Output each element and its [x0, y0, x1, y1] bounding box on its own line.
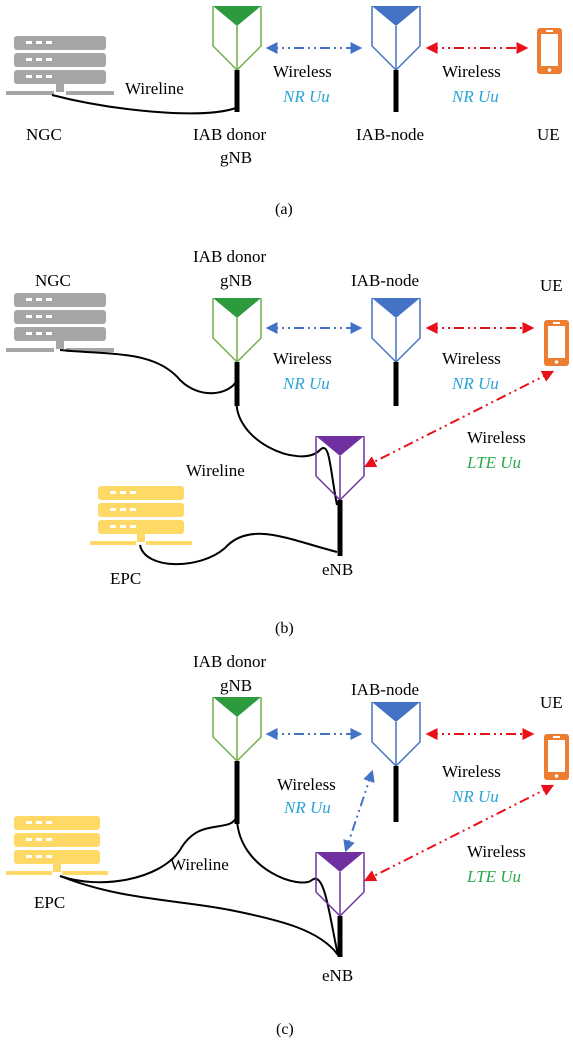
epc-server-icon: [90, 486, 192, 545]
lte-uu-link-arrow: [363, 784, 555, 882]
nr-uu-label-1: NR Uu: [282, 374, 330, 393]
iab-node-label: IAB-node: [351, 680, 419, 699]
ngc-label: NGC: [35, 271, 71, 290]
wireless-label-2: Wireless: [442, 349, 501, 368]
donor-label-line2: gNB: [220, 271, 252, 290]
lte-uu-link-arrow: [363, 370, 555, 468]
gnb-antenna-icon: [212, 297, 262, 363]
epc-server-icon: [6, 816, 108, 875]
ngc-wireline-cable: [59, 349, 238, 395]
wireline-cable: [51, 94, 237, 115]
wireless-label-1: Wireless: [277, 775, 336, 794]
epc-wireline-cable: [139, 532, 338, 566]
gnb-enb-wireline-cable: [236, 819, 339, 956]
caption-c: (c): [276, 1021, 294, 1038]
nr-uu-label-1: NR Uu: [282, 87, 330, 106]
caption-b: (b): [275, 620, 294, 637]
caption-a: (a): [275, 201, 293, 218]
wireless-label-2: Wireless: [442, 762, 501, 781]
iab-enb-link-arrow: [343, 769, 375, 853]
ue-phone-icon: [544, 734, 569, 780]
wireline-label: Wireline: [186, 461, 245, 480]
nr-uu-label-2: NR Uu: [451, 374, 499, 393]
ue-label: UE: [540, 276, 563, 295]
wireline-label: Wireline: [125, 79, 184, 98]
donor-label-line1: IAB donor: [193, 247, 267, 266]
ue-label: UE: [537, 125, 560, 144]
iab-node-label: IAB-node: [356, 125, 424, 144]
gnb-enb-wireline-cable: [235, 395, 338, 506]
wireless-label-1: Wireless: [273, 349, 332, 368]
panel-b: NGC IAB donor gNB IAB-node UE Wireless N…: [6, 247, 569, 637]
lte-uu-label: LTE Uu: [466, 867, 521, 886]
ngc-label: NGC: [26, 125, 62, 144]
wireless-label-3: Wireless: [467, 842, 526, 861]
panel-c: IAB donor gNB IAB-node UE Wireless NR Uu…: [6, 652, 569, 1038]
nr-uu-label-1: NR Uu: [283, 798, 331, 817]
epc-label: EPC: [34, 893, 65, 912]
iab-node-antenna-icon: [371, 5, 421, 71]
enb-label: eNB: [322, 560, 353, 579]
epc-gnb-wireline-cable: [59, 815, 238, 884]
donor-label-line2: gNB: [220, 148, 252, 167]
enb-antenna-icon: [315, 435, 365, 501]
ngc-server-icon: [6, 36, 114, 95]
ue-label: UE: [540, 693, 563, 712]
ue-phone-icon: [537, 28, 562, 74]
wireless-label-2: Wireless: [442, 62, 501, 81]
nr-uu-label-2: NR Uu: [451, 87, 499, 106]
wireless-label-3: Wireless: [467, 428, 526, 447]
wireline-label: Wireline: [170, 855, 229, 874]
donor-label-line1: IAB donor: [193, 125, 267, 144]
iab-node-label: IAB-node: [351, 271, 419, 290]
ngc-server-icon: [6, 293, 114, 352]
ue-phone-icon: [544, 320, 569, 366]
gnb-antenna-icon: [212, 696, 262, 762]
gnb-antenna-icon: [212, 5, 262, 71]
enb-label: eNB: [322, 966, 353, 985]
iab-node-antenna-icon: [371, 297, 421, 363]
lte-uu-label: LTE Uu: [466, 453, 521, 472]
enb-antenna-icon: [315, 851, 365, 917]
panel-a: Wireline Wireless NR Uu Wireless NR Uu N…: [6, 5, 562, 218]
nr-uu-label-2: NR Uu: [451, 787, 499, 806]
epc-enb-wireline-cable: [59, 875, 339, 956]
donor-label-line1: IAB donor: [193, 652, 267, 671]
iab-node-antenna-icon: [371, 701, 421, 767]
wireless-label-1: Wireless: [273, 62, 332, 81]
donor-label-line2: gNB: [220, 676, 252, 695]
epc-label: EPC: [110, 569, 141, 588]
